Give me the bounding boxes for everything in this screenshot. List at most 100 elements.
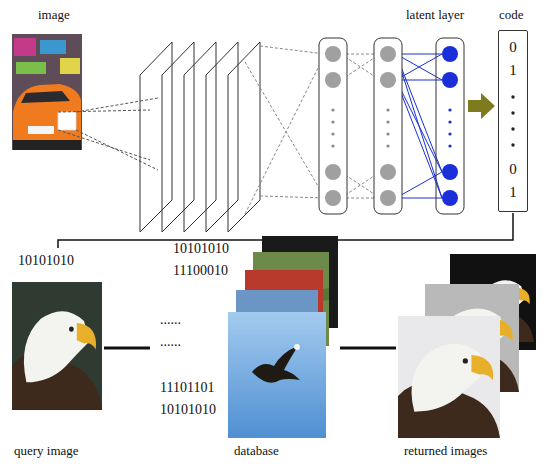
fc-layer-1-part (325, 190, 341, 206)
input-photo-part (14, 38, 36, 56)
latent-layer-part (448, 108, 451, 111)
returned-stack-part (398, 316, 500, 438)
input-photo-part (21, 91, 70, 103)
input-photo-part (12, 34, 82, 150)
latent-layer-part (442, 72, 458, 88)
fc-layer-1-part (319, 38, 347, 214)
ellipsis-dots (499, 87, 527, 157)
input-photo-part (13, 140, 81, 150)
database-stack-part (294, 344, 300, 350)
ellipsis-dot (511, 95, 514, 98)
database-stack-part (228, 312, 326, 438)
returned-stack (398, 254, 536, 438)
fc-layer-2-part (386, 108, 389, 111)
conv-feature-maps-part (228, 42, 260, 232)
latent-layer-part (442, 164, 458, 180)
code-bit: 0 (499, 161, 527, 178)
latent-connections-part (396, 80, 442, 172)
ellipsis-dot (511, 111, 514, 114)
latent-layer-part (442, 190, 458, 206)
latent-connections-part (396, 80, 442, 81)
latent-layer-part (436, 38, 464, 214)
caption-label: image (38, 8, 70, 23)
input-photo-part (58, 112, 76, 130)
ellipsis-mark: ...... (160, 312, 181, 328)
input-photo (12, 34, 82, 150)
input-photo-part (40, 40, 66, 54)
fc-layer-2-part (380, 46, 396, 62)
fc-layer-1-part (331, 120, 334, 123)
latent-layer (436, 38, 464, 214)
fc-layer-2 (374, 38, 402, 214)
fc-layer-1-part (331, 144, 334, 147)
hash-code: 10101010 (160, 402, 216, 418)
caption-label: returned images (404, 444, 487, 459)
input-photo-part (16, 62, 46, 74)
binarize-arrow (468, 93, 495, 119)
query-photo-part (12, 311, 102, 410)
receptive-field-lines-part (58, 110, 150, 112)
latent-connections (396, 54, 442, 198)
conv-feature-maps-part (206, 42, 238, 232)
conv-to-fc-lines-part (260, 196, 325, 198)
conv-feature-maps (140, 42, 260, 232)
latent-connections-part (396, 54, 442, 172)
fc-layer-1-part (325, 72, 341, 88)
ellipsis-mark: ...... (160, 334, 181, 350)
caption-label: query image (14, 444, 79, 459)
fc-layer-1 (319, 38, 347, 214)
code-bit: 0 (499, 39, 527, 56)
code-bit: 1 (499, 184, 527, 201)
query-photo-part (12, 282, 102, 410)
fc-layer-2-part (374, 38, 402, 214)
latent-connections-part (396, 54, 442, 198)
latent-layer-part (448, 132, 451, 135)
receptive-field-lines (58, 98, 158, 170)
conv-to-fc-lines-part (245, 62, 325, 198)
conv-feature-maps-part (184, 42, 216, 232)
ellipsis-dot (511, 143, 514, 146)
receptive-field-lines-part (76, 130, 158, 170)
returned-stack-part (398, 344, 500, 438)
fc-layer-1-part (325, 46, 341, 62)
input-photo-part (28, 126, 54, 134)
retrieval-lines-part (340, 347, 396, 350)
fc-layer-1-part (331, 132, 334, 135)
query-photo (12, 282, 102, 410)
receptive-field-lines-part (58, 130, 150, 160)
database-stack-part (252, 346, 300, 383)
latent-connections-part (396, 80, 442, 198)
hash-code: 11101101 (160, 380, 214, 396)
latent-connections-part (396, 54, 442, 80)
latent-layer-part (448, 144, 451, 147)
conv-feature-maps-part (140, 42, 172, 232)
fc-layer-2-part (386, 120, 389, 123)
conv-to-fc-lines (245, 46, 325, 214)
fc-layer-2-part (386, 144, 389, 147)
fc-layer-2-part (380, 72, 396, 88)
latent-connections-part (396, 54, 442, 80)
caption-label: latent layer (406, 8, 464, 23)
caption-label: code (499, 8, 524, 23)
caption-label: database (234, 444, 279, 459)
binarize-arrow-part (468, 93, 495, 119)
hash-code: 11100010 (173, 263, 228, 279)
input-photo-part (60, 58, 80, 74)
database-stack (228, 236, 338, 438)
hash-code: 10101010 (18, 253, 74, 269)
conv-to-fc-lines-part (245, 54, 325, 214)
latent-connections-part (396, 54, 442, 55)
conv-to-fc-lines-part (260, 46, 325, 54)
retrieval-lines-part (104, 347, 150, 350)
fc-layer-1-part (331, 108, 334, 111)
conv-feature-maps-part (162, 42, 194, 232)
latent-layer-part (442, 46, 458, 62)
fc-layer-2-part (380, 164, 396, 180)
code-box: 0101 (498, 30, 528, 212)
latent-connections-part (396, 198, 442, 199)
latent-connections-part (396, 172, 442, 198)
fc-layer-2-part (386, 132, 389, 135)
